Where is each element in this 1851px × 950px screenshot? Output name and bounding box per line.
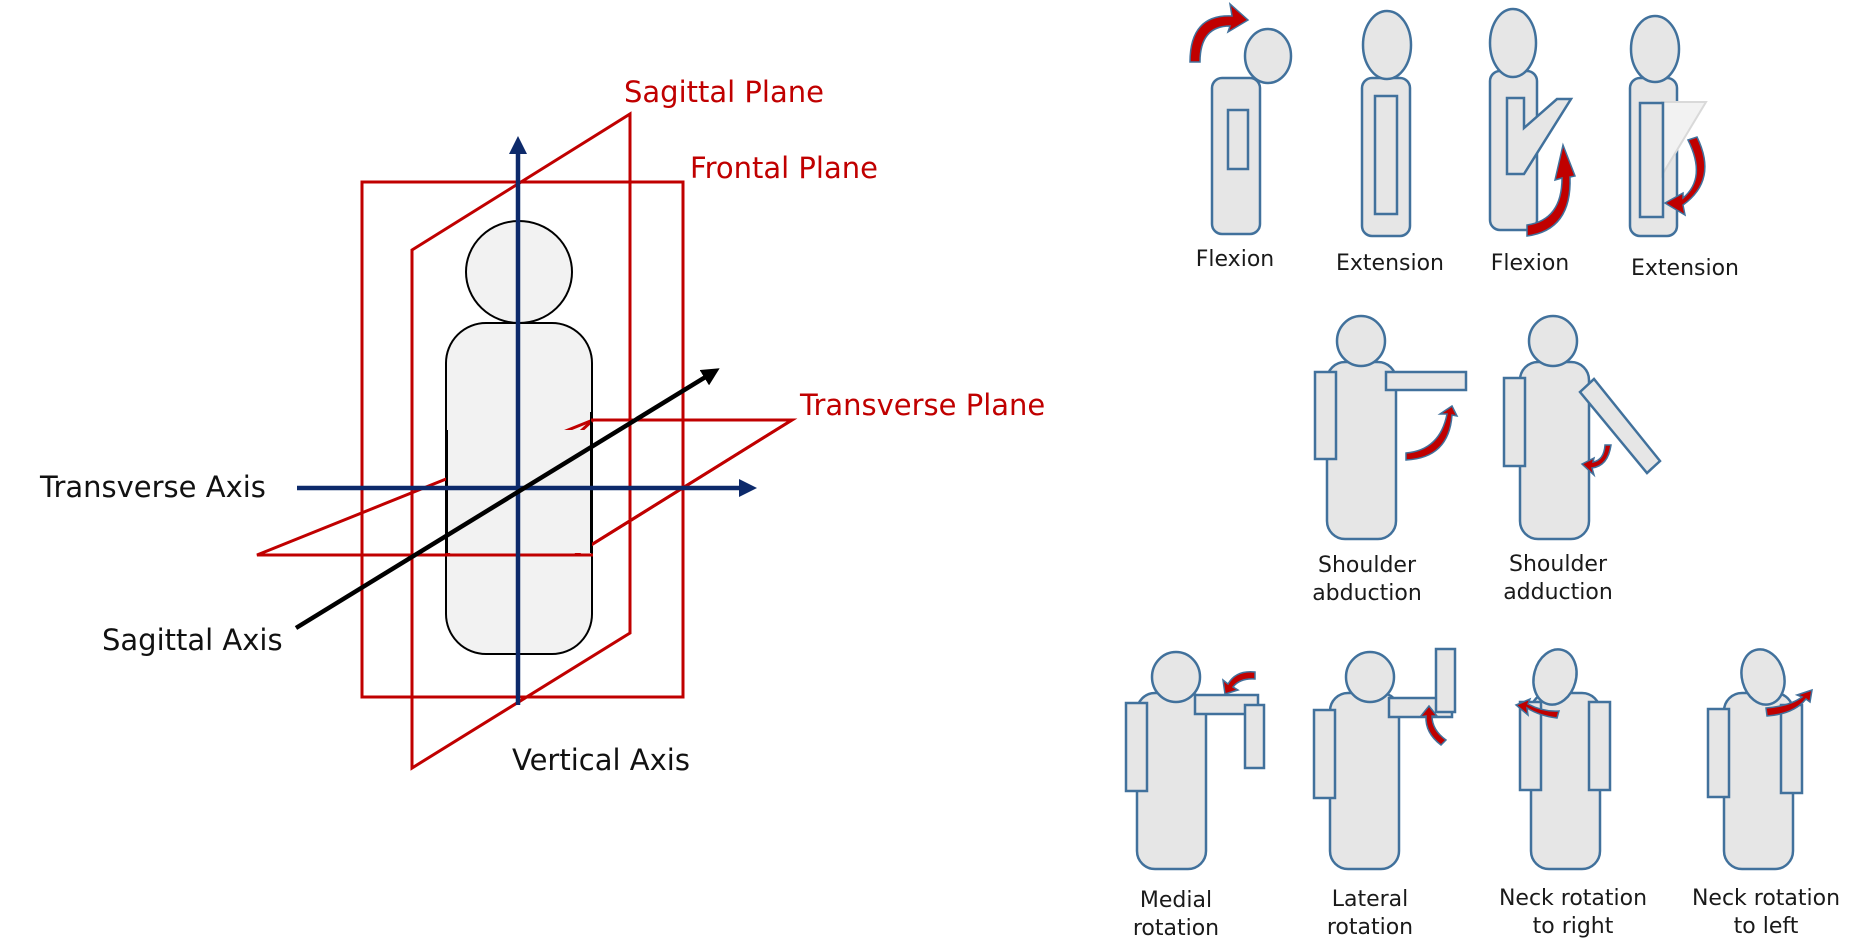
motion-arrow-icon bbox=[1221, 671, 1256, 695]
caption-line-1: Shoulder bbox=[1509, 552, 1608, 577]
planes-and-axes-diagram: Sagittal Plane Frontal Plane Transverse … bbox=[39, 75, 1045, 777]
movement-medial-rotation: Medial rotation bbox=[1124, 650, 1266, 941]
transverse-axis-label: Transverse Axis bbox=[39, 470, 266, 504]
head bbox=[1527, 314, 1579, 368]
motion-arrow-icon bbox=[1765, 688, 1813, 717]
head bbox=[1532, 648, 1578, 706]
body-part bbox=[1587, 700, 1612, 792]
caption-line-2: rotation bbox=[1133, 916, 1219, 941]
body-part bbox=[1518, 700, 1543, 792]
movement-neck-extension: Extension bbox=[1336, 9, 1444, 276]
body-part bbox=[1434, 647, 1457, 714]
body-part bbox=[1124, 701, 1149, 793]
motion-arrow-icon bbox=[1514, 697, 1561, 719]
head bbox=[1243, 27, 1293, 85]
caption-line-2: adduction bbox=[1503, 580, 1613, 605]
body-part bbox=[1328, 691, 1401, 871]
caption-line-1: Lateral bbox=[1332, 887, 1409, 912]
caption-line-1: Neck rotation bbox=[1499, 886, 1647, 911]
movement-elbow-flexion: Flexion bbox=[1488, 7, 1577, 276]
body-part bbox=[1360, 76, 1412, 238]
head bbox=[1740, 648, 1786, 706]
body-part bbox=[1226, 108, 1250, 171]
caption-line-1: Neck rotation bbox=[1692, 886, 1840, 911]
frontal-plane bbox=[360, 180, 685, 699]
body-part bbox=[1505, 96, 1574, 176]
caption: Extension bbox=[1336, 251, 1444, 276]
head bbox=[1344, 650, 1396, 704]
caption-line-2: to left bbox=[1734, 914, 1799, 939]
body-part bbox=[1373, 94, 1399, 216]
motion-arrow-icon bbox=[1189, 2, 1250, 63]
caption: Flexion bbox=[1491, 251, 1569, 276]
body-part bbox=[1312, 708, 1337, 800]
body-part bbox=[1313, 370, 1338, 461]
caption-line-1: Medial bbox=[1140, 888, 1212, 913]
caption-line-2: to right bbox=[1533, 914, 1614, 939]
transverse-plane-label: Transverse Plane bbox=[799, 388, 1045, 422]
motion-arrow-icon bbox=[1580, 444, 1612, 478]
caption-line-1: Shoulder bbox=[1318, 553, 1417, 578]
motion-arrow-icon bbox=[1526, 142, 1577, 237]
vertical-axis-label: Vertical Axis bbox=[512, 743, 690, 777]
caption-line-2: rotation bbox=[1327, 915, 1413, 940]
caption: Flexion bbox=[1196, 247, 1274, 272]
motion-arrow-icon bbox=[1663, 136, 1706, 217]
head bbox=[1488, 7, 1538, 79]
head bbox=[1629, 14, 1681, 84]
body-part bbox=[1384, 370, 1468, 392]
movement-shoulder-abduction: Shoulder abduction bbox=[1312, 314, 1468, 606]
movement-elbow-extension: Extension bbox=[1628, 14, 1739, 281]
frontal-plane-label: Frontal Plane bbox=[690, 151, 878, 185]
movement-neck-rotation-right: Neck rotation to right bbox=[1499, 648, 1647, 939]
movement-neck-rotation-left: Neck rotation to left bbox=[1692, 648, 1840, 939]
body-part bbox=[1518, 360, 1591, 541]
body-part bbox=[1502, 376, 1527, 468]
sagittal-plane-label: Sagittal Plane bbox=[624, 75, 824, 109]
sagittal-axis-label: Sagittal Axis bbox=[102, 623, 283, 657]
sagittal-plane bbox=[410, 111, 632, 771]
caption-line-2: abduction bbox=[1312, 581, 1422, 606]
movement-neck-flexion: Flexion bbox=[1189, 2, 1293, 272]
body-part bbox=[1638, 101, 1665, 219]
motion-arrow-icon bbox=[1418, 704, 1448, 746]
body-part bbox=[1779, 703, 1804, 795]
movement-lateral-rotation: Lateral rotation bbox=[1312, 647, 1457, 940]
body-part bbox=[1243, 703, 1266, 770]
head bbox=[1361, 9, 1413, 81]
movement-shoulder-adduction: Shoulder adduction bbox=[1502, 314, 1662, 605]
body-part bbox=[1578, 377, 1662, 475]
caption: Extension bbox=[1631, 256, 1739, 281]
sagittal-axis bbox=[294, 368, 720, 630]
body-part bbox=[1210, 76, 1262, 236]
motion-arrow-icon bbox=[1405, 404, 1459, 461]
body-part bbox=[1706, 707, 1731, 799]
head bbox=[1150, 650, 1202, 704]
head bbox=[1335, 314, 1387, 368]
